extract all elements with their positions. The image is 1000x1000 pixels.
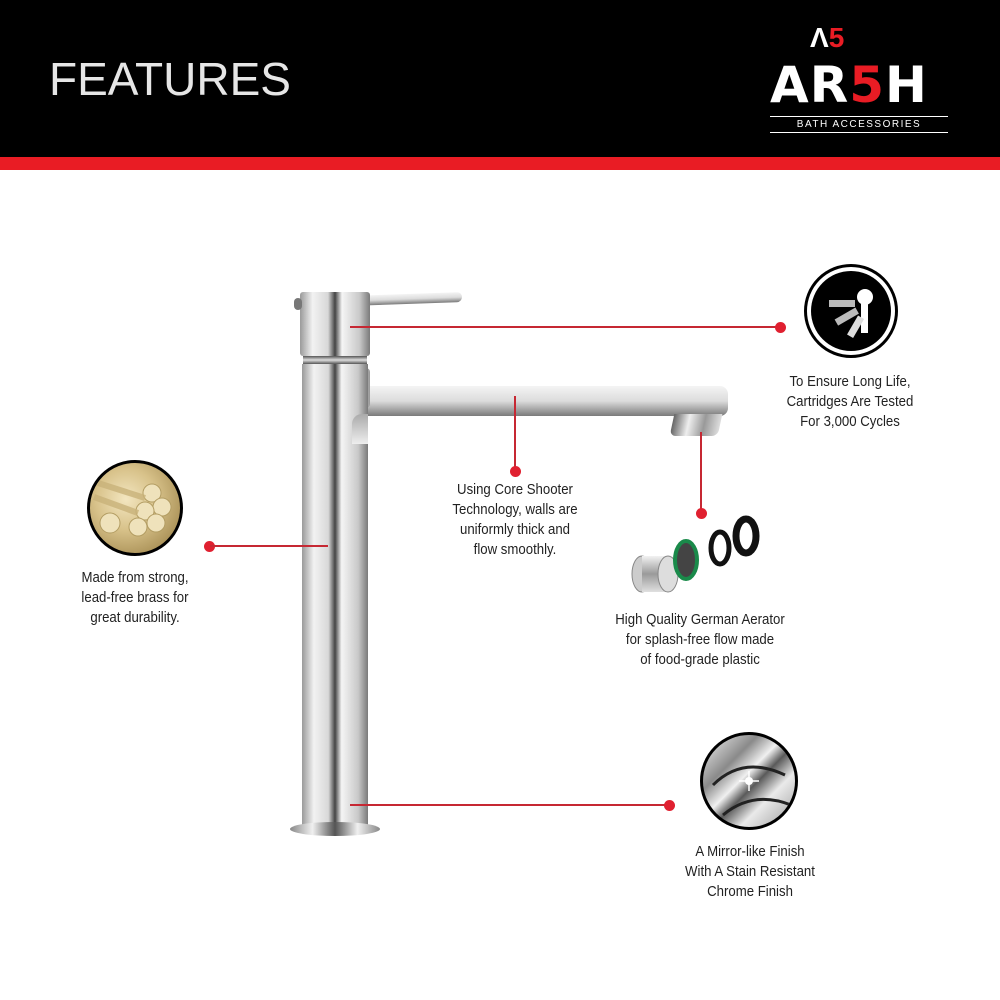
caption-line: flow smoothly. — [473, 541, 557, 558]
callout-line-cartridge — [350, 326, 782, 328]
brass-rods-image — [87, 460, 183, 556]
caption-core-shooter: Using Core Shooter Technology, walls are… — [418, 480, 612, 560]
caption-line: Made from strong, — [81, 569, 189, 586]
caption-line: To Ensure Long Life, — [789, 373, 911, 390]
brand-logo: Λ5 AR5H BATH ACCESSORIES — [770, 20, 950, 140]
logo-word-5: 5 — [849, 56, 885, 114]
header-bar — [0, 0, 1000, 157]
chrome-sparkle-svg — [711, 765, 792, 817]
logo-word-h: H — [885, 56, 928, 114]
logo-word-ar: AR — [770, 56, 850, 114]
caption-line: great durability. — [90, 609, 180, 626]
caption-line: of food-grade plastic — [640, 651, 760, 668]
callout-dot-brass — [204, 541, 215, 552]
header-red-stripe — [0, 157, 1000, 170]
callout-dot-chrome — [664, 800, 675, 811]
chrome-finish-image — [700, 732, 798, 830]
brass-rods-svg — [92, 480, 172, 537]
callout-dot-aerator — [696, 508, 707, 519]
faucet-aerator-tip — [669, 414, 723, 436]
faucet-collar — [303, 356, 367, 364]
callout-line-core-shooter — [514, 396, 516, 470]
caption-line: Technology, walls are — [452, 501, 578, 518]
logo-mark: Λ5 — [810, 22, 844, 54]
caption-line: High Quality German Aerator — [615, 611, 785, 628]
logo-tagline: BATH ACCESSORIES — [770, 116, 948, 133]
aerator-parts-svg — [631, 515, 760, 593]
faucet-spout — [340, 386, 728, 416]
faucet-handle-body — [300, 292, 370, 356]
faucet-column-inner — [352, 414, 368, 444]
caption-line: Using Core Shooter — [457, 481, 573, 498]
caption-cartridge: To Ensure Long Life, Cartridges Are Test… — [753, 372, 947, 432]
faucet-handle-knob — [294, 298, 302, 310]
callout-dot-core-shooter — [510, 466, 521, 477]
caption-line: uniformly thick and — [459, 521, 571, 538]
caption-line: With A Stain Resistant — [685, 863, 815, 880]
caption-line: For 3,000 Cycles — [800, 413, 900, 430]
logo-wordmark: AR5H — [770, 56, 928, 114]
page-title: FEATURES — [49, 53, 291, 105]
caption-brass: Made from strong, lead-free brass for gr… — [51, 568, 218, 628]
aerator-parts-image — [628, 512, 788, 602]
callout-line-aerator — [700, 432, 702, 512]
caption-line: lead-free brass for — [81, 589, 189, 606]
shower-spray-svg — [811, 271, 891, 351]
callout-line-chrome — [350, 804, 670, 806]
logo-mark-five: 5 — [828, 22, 845, 53]
shower-spray-icon — [804, 264, 898, 358]
caption-line: for splash-free flow made — [625, 631, 775, 648]
callout-line-brass — [210, 545, 328, 547]
caption-line: A Mirror-like Finish — [695, 843, 805, 860]
caption-aerator: High Quality German Aerator for splash-f… — [594, 610, 805, 670]
caption-line: Cartridges Are Tested — [786, 393, 914, 410]
faucet-base — [290, 822, 380, 836]
caption-chrome: A Mirror-like Finish With A Stain Resist… — [653, 842, 847, 902]
caption-line: Chrome Finish — [707, 883, 793, 900]
logo-mark-a: Λ — [810, 22, 829, 53]
callout-dot-cartridge — [775, 322, 786, 333]
